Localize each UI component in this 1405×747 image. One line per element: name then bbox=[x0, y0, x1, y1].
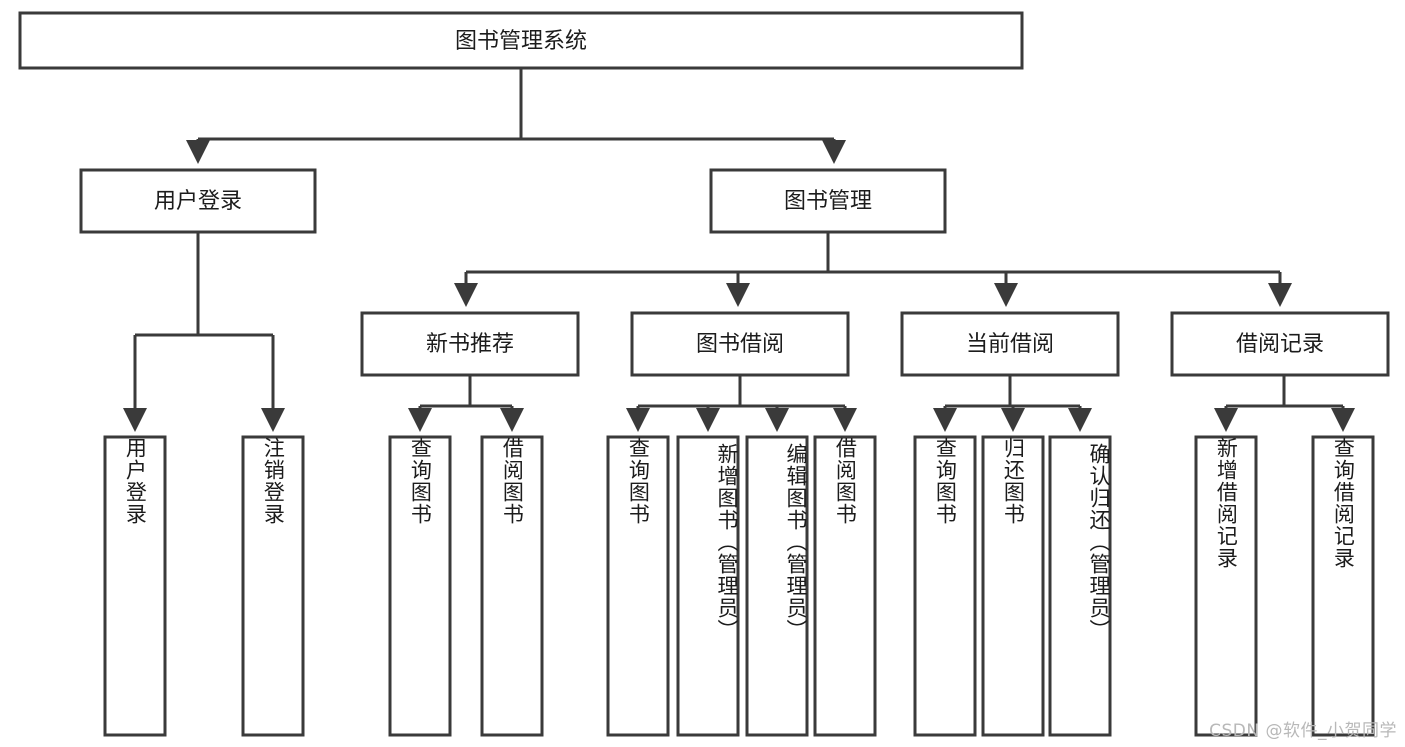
connectors-borrowrecord-to-leaves bbox=[1214, 375, 1355, 432]
node-borrow-record-label: 借阅记录 bbox=[1236, 332, 1324, 357]
node-book-borrow-label: 图书借阅 bbox=[696, 332, 784, 357]
leaf-box-query-book-1[interactable] bbox=[388, 435, 452, 737]
leaf-label-edit-book: 编辑图书（管理员） bbox=[784, 443, 808, 641]
leaf-label-query-book-2: 查询图书 bbox=[626, 437, 651, 525]
node-current-borrow-box[interactable] bbox=[900, 311, 1120, 377]
leaf-box-logout[interactable] bbox=[241, 435, 305, 737]
node-root-label: 图书管理系统 bbox=[455, 29, 587, 54]
leaf-box-query-record[interactable] bbox=[1311, 435, 1375, 737]
node-book-manage-box[interactable] bbox=[709, 168, 947, 234]
leaf-box-add-record[interactable] bbox=[1194, 435, 1258, 737]
leaf-label-return-book: 归还图书 bbox=[1001, 437, 1026, 525]
leaf-label-borrow-book-1: 借阅图书 bbox=[500, 437, 525, 525]
leaf-box-query-book-2[interactable] bbox=[606, 435, 670, 737]
node-new-book-rec-label: 新书推荐 bbox=[426, 332, 514, 357]
node-borrow-record[interactable]: 借阅记录 bbox=[1170, 311, 1390, 377]
csdn-watermark: CSDN @软件_小贺同学 bbox=[1209, 721, 1397, 741]
node-book-manage-label: 图书管理 bbox=[784, 189, 872, 214]
connectors-currentborrow-to-leaves bbox=[933, 375, 1092, 432]
node-user-login[interactable]: 用户登录 bbox=[79, 168, 317, 234]
leaf-box-add-book[interactable] bbox=[676, 435, 740, 737]
leaf-label-borrow-book-2: 借阅图书 bbox=[833, 437, 858, 525]
leaf-label-add-book: 新增图书（管理员） bbox=[715, 443, 739, 641]
leaf-label-query-book-1: 查询图书 bbox=[408, 437, 433, 525]
node-new-book-rec[interactable]: 新书推荐 bbox=[360, 311, 580, 377]
connectors-root-to-level1 bbox=[186, 68, 846, 164]
node-new-book-rec-box[interactable] bbox=[360, 311, 580, 377]
node-borrow-record-box[interactable] bbox=[1170, 311, 1390, 377]
leaf-label-query-record: 查询借阅记录 bbox=[1331, 437, 1356, 569]
connectors-userlogin-to-leaves bbox=[123, 232, 285, 432]
leaf-box-borrow-book-1[interactable] bbox=[480, 435, 544, 737]
leaf-box-user-login[interactable] bbox=[103, 435, 167, 737]
connectors-bookborrow-to-leaves bbox=[626, 375, 857, 432]
leaf-label-logout: 注销登录 bbox=[261, 437, 286, 525]
node-book-borrow-box[interactable] bbox=[630, 311, 850, 377]
leaf-label-user-login: 用户登录 bbox=[123, 437, 148, 525]
leaf-box-query-book-3[interactable] bbox=[913, 435, 977, 737]
node-user-login-label: 用户登录 bbox=[154, 189, 242, 214]
connectors-newbookrec-to-leaves bbox=[408, 375, 524, 432]
node-current-borrow-label: 当前借阅 bbox=[966, 332, 1054, 357]
leaf-label-query-book-3: 查询图书 bbox=[933, 437, 958, 525]
leaf-label-add-record: 新增借阅记录 bbox=[1214, 437, 1239, 569]
leaf-box-return-book[interactable] bbox=[981, 435, 1045, 737]
leaf-box-edit-book[interactable] bbox=[745, 435, 809, 737]
node-user-login-box[interactable] bbox=[79, 168, 317, 234]
leaf-label-confirm-return: 确认归还（管理员） bbox=[1087, 443, 1111, 641]
node-book-manage[interactable]: 图书管理 bbox=[709, 168, 947, 234]
leaf-box-borrow-book-2[interactable] bbox=[813, 435, 877, 737]
leaf-box-confirm-return[interactable] bbox=[1048, 435, 1112, 737]
node-book-borrow[interactable]: 图书借阅 bbox=[630, 311, 850, 377]
node-current-borrow[interactable]: 当前借阅 bbox=[900, 311, 1120, 377]
connectors-bookmanage-to-level2 bbox=[454, 232, 1292, 307]
node-root-box[interactable] bbox=[18, 11, 1024, 70]
node-root[interactable]: 图书管理系统 bbox=[18, 11, 1024, 70]
leaf-boxes bbox=[103, 435, 1375, 737]
